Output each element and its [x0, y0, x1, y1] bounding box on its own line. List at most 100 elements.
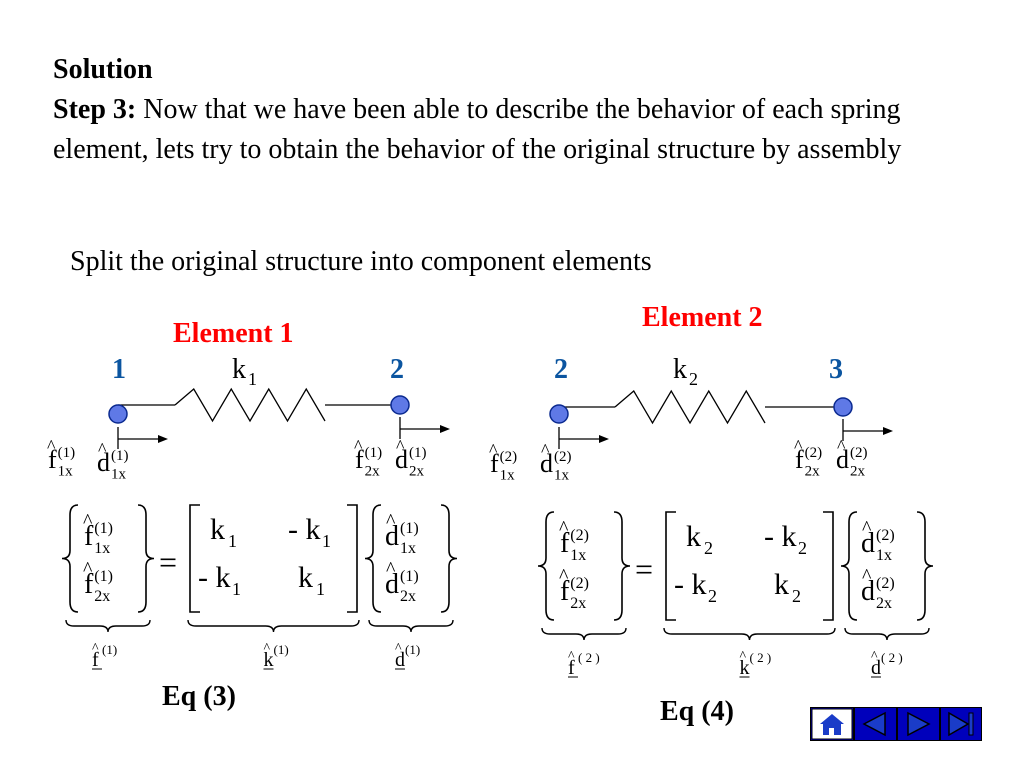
element-2-vec-f1x-sub: 1x [570, 547, 586, 564]
element-2-spring-label: k [673, 354, 687, 385]
element-2-k-matrix-cell-sub-1: 2 [798, 538, 807, 558]
element-2-f1x-label-sub: 1x [500, 467, 515, 483]
element-2-vec-d2x-sup: (2) [876, 575, 895, 592]
element-2-vec-d2x-sub: 2x [876, 595, 892, 612]
home-button[interactable] [810, 707, 854, 741]
element-1-k-matrix-cell-sub-3: 1 [316, 579, 325, 599]
last-button[interactable] [940, 707, 982, 741]
element-2-k-matrix-cell-2: - k [674, 568, 707, 601]
element-1-k-matrix-bracket-right [347, 504, 358, 613]
element-1-d-underbrace [368, 619, 454, 633]
previous-button[interactable] [854, 707, 897, 741]
element-1-vector-label-hat-0: ^ [92, 641, 99, 656]
element-2-vector-label-hat-2: ^ [871, 649, 878, 664]
element-1-node-right-label: 2 [390, 354, 404, 385]
element-1-d1x-label-hat: ^ [98, 439, 107, 459]
element-2-vec-d1x-hat: ^ [862, 518, 872, 540]
split-text: Split the original structure into compon… [70, 246, 652, 277]
element-1-vec-d2x-sub: 2x [400, 588, 416, 605]
element-2-vec-f1x-sup: (2) [570, 527, 589, 544]
element-1-f2x-label-sub: 2x [365, 463, 381, 479]
element-1-d2x-label-sub: 2x [409, 463, 425, 479]
element-1-vec-f1x-sup: (1) [94, 520, 113, 537]
element-1-k-matrix-cell-sub-0: 1 [228, 531, 237, 551]
element-1-vec-f2x-sub: 2x [94, 588, 110, 605]
element-2-vector-label-0: f [568, 657, 575, 679]
element-1-d-vector-brace-left [364, 504, 382, 613]
element-2-vec-f2x-sup: (2) [570, 575, 589, 592]
element-1-f2x-label-sup: (1) [365, 445, 383, 461]
element-2-k-matrix-cell-0: k [686, 520, 701, 553]
element-2-f1x-label-hat: ^ [489, 440, 498, 460]
element-2-spring-sub: 2 [689, 369, 698, 389]
element-2-vec-f2x-letter: f [560, 576, 570, 607]
element-1-f1x-label-letter: f [48, 445, 57, 474]
element-2-vector-label-sup-1: ( 2 ) [750, 650, 772, 665]
element-1-d1x-label-sub: 1x [111, 466, 127, 482]
element-2-title: Element 2 [642, 302, 763, 333]
element-1-vec-f2x-hat: ^ [83, 559, 93, 581]
next-button[interactable] [897, 707, 940, 741]
element-1-k-matrix-bracket-left [189, 504, 200, 613]
element-1-d-vector-brace-right [440, 504, 458, 613]
step-label: Step 3: [53, 94, 137, 125]
element-2-vec-f2x-hat: ^ [559, 566, 569, 588]
element-2-k-matrix-cell-sub-0: 2 [704, 538, 713, 558]
element-1-d2x-label-sup: (1) [409, 445, 427, 461]
element-1-vector-label-sup-0: (1) [102, 642, 117, 657]
element-2-spring-zigzag [614, 389, 766, 425]
element-1-f-vector-brace-left [61, 504, 79, 613]
element-1-k-matrix-cell-sub-1: 1 [322, 531, 331, 551]
element-1-vec-f1x-hat: ^ [83, 511, 93, 533]
element-1-k-underbrace [187, 619, 360, 633]
element-1-equals: = [159, 544, 177, 580]
element-1-k-matrix-cell-0: k [210, 513, 225, 546]
step-body: Now that we have been able to describe t… [53, 94, 902, 165]
element-2-d-vector-brace-left [840, 511, 858, 621]
element-2-node-right [833, 397, 853, 417]
element-2-k-matrix-cell-sub-2: 2 [708, 586, 717, 606]
element-2-vec-d2x-letter: d [861, 576, 875, 607]
element-2-k-underbrace [663, 627, 836, 641]
element-2-f2x-label-hat: ^ [794, 436, 803, 456]
last-icon [948, 711, 974, 737]
element-2-f1x-label-letter: f [490, 449, 499, 478]
element-2-vec-f1x-hat: ^ [559, 518, 569, 540]
element-1-vec-d1x-sub: 1x [400, 540, 416, 557]
element-1-vec-d1x-letter: d [385, 521, 399, 552]
element-1-spring-label: k [232, 354, 246, 385]
home-icon [811, 708, 853, 740]
element-2-d2x-label-hat: ^ [837, 436, 846, 456]
element-2-vector-label-sup-0: ( 2 ) [578, 650, 600, 665]
element-2-d-underbrace [844, 627, 930, 641]
element-1-vector-label-hat-1: ^ [264, 641, 271, 656]
element-1-k-matrix-cell-sub-2: 1 [232, 579, 241, 599]
element-2-d-vector-brace-right [916, 511, 934, 621]
element-2-vector-label-sup-2: ( 2 ) [881, 650, 903, 665]
element-1-f-vector-brace-right [137, 504, 155, 613]
element-1-node-left [108, 404, 128, 424]
element-1-vector-label-hat-2: ^ [395, 641, 402, 656]
element-1-d2x-label-hat: ^ [396, 436, 405, 456]
element-1-f1x-label-sup: (1) [58, 445, 76, 461]
element-2-vector-label-hat-0: ^ [568, 649, 575, 664]
element-1-vector-label-0: f [92, 649, 99, 671]
element-2-arrowhead-0 [599, 435, 609, 443]
element-1-spring-sub: 1 [248, 369, 257, 389]
element-1-vector-label-1: k [264, 649, 274, 671]
element-1-f1x-label-hat: ^ [47, 436, 56, 456]
element-2-f2x-label-letter: f [795, 445, 804, 474]
element-2-k-matrix-cell-1: - k [764, 520, 797, 553]
next-icon [907, 711, 931, 737]
element-1-vector-label-sup-1: (1) [274, 642, 289, 657]
element-1-vec-f2x-sup: (1) [94, 568, 113, 585]
element-1-equation-label: Eq (3) [162, 681, 236, 712]
element-2-equation-label: Eq (4) [660, 696, 734, 727]
element-2-d1x-label-sup: (2) [554, 449, 572, 465]
element-1-vec-f1x-sub: 1x [94, 540, 110, 557]
element-1-k-matrix-cell-1: - k [288, 513, 321, 546]
element-2-f-vector-brace-right [613, 511, 631, 621]
element-2-k-matrix-bracket-right [823, 511, 834, 621]
